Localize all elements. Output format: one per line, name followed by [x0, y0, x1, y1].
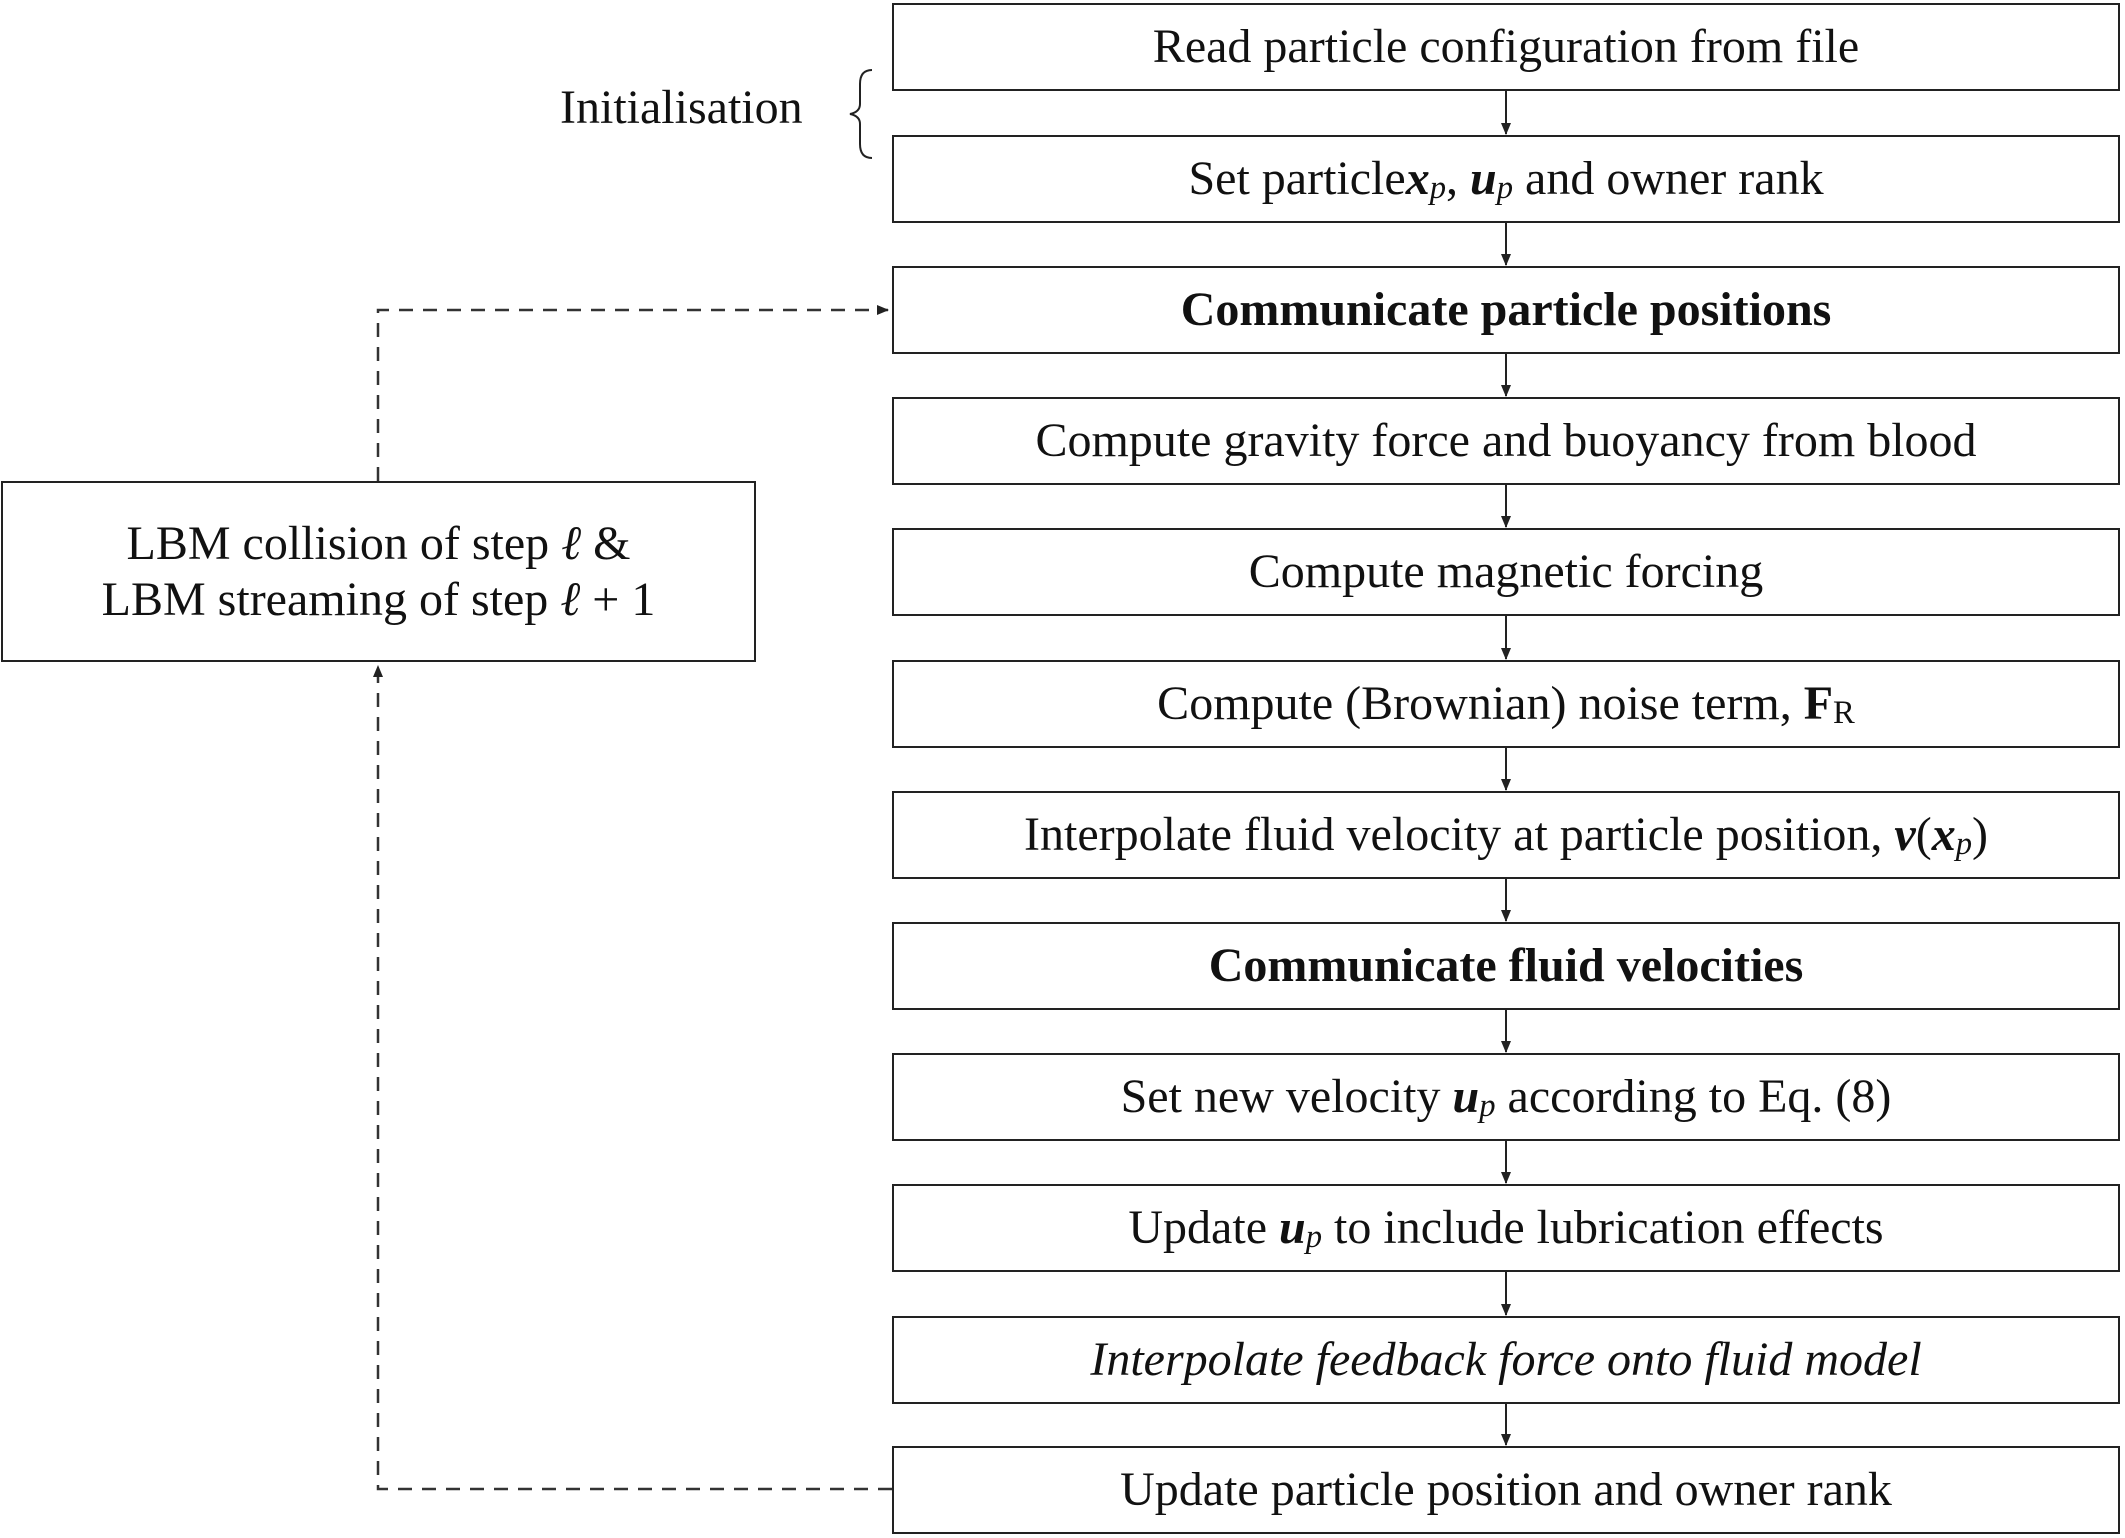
step-communicate-velocities: Communicate fluid velocities — [892, 922, 2120, 1010]
step-feedback-force: Interpolate feedback force onto fluid mo… — [892, 1316, 2120, 1404]
step-update-position: Update particle position and owner rank — [892, 1446, 2120, 1534]
step-gravity-buoyancy: Compute gravity force and buoyancy from … — [892, 397, 2120, 485]
initialisation-label: Initialisation — [560, 81, 803, 134]
lbm-line-streaming: LBM streaming of step ℓ + 1 — [101, 572, 656, 626]
lbm-box: LBM collision of step ℓ & LBM streaming … — [1, 481, 756, 662]
step-text: Read particle configuration from file — [1152, 20, 1860, 73]
lbm-line-collision: LBM collision of step ℓ & — [126, 517, 631, 571]
initialisation-brace — [849, 69, 873, 159]
step-magnetic-forcing: Compute magnetic forcing — [892, 528, 2120, 616]
step-read-config: Read particle configuration from file — [892, 3, 2120, 91]
step-interpolate-velocity: Interpolate fluid velocity at particle p… — [892, 791, 2120, 879]
loop-arrow-to-lbm — [373, 665, 892, 1491]
loop-arrow-to-positions — [376, 305, 889, 481]
step-communicate-positions: Communicate particle positions — [892, 266, 2120, 354]
